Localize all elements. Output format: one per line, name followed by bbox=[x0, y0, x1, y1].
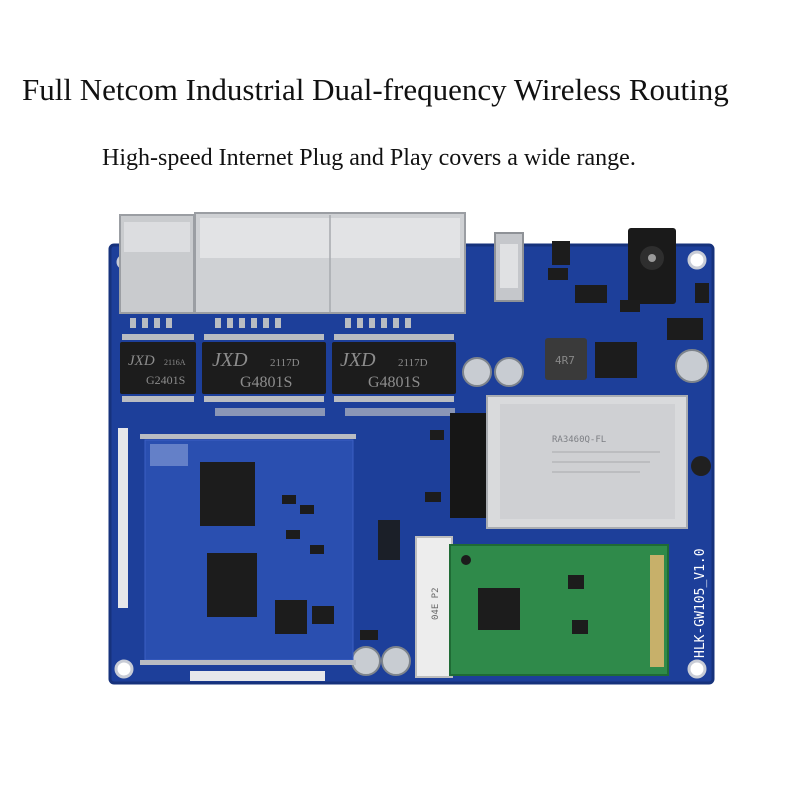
board-model-label: HLK-GW105_V1.0 bbox=[693, 548, 708, 658]
dc-power-jack bbox=[628, 228, 676, 304]
svg-text:2116A: 2116A bbox=[164, 358, 186, 367]
mini-pcie-wifi-card bbox=[449, 544, 669, 676]
svg-text:4R7: 4R7 bbox=[555, 354, 575, 367]
mini-pcie-socket: 04E P2 bbox=[415, 536, 453, 678]
transformer-chip-2: JXD 2117D G4801S bbox=[202, 342, 326, 394]
svg-text:JXD: JXD bbox=[128, 353, 155, 369]
headline: Full Netcom Industrial Dual-frequency Wi… bbox=[22, 72, 729, 107]
pin-header bbox=[118, 428, 128, 608]
svg-text:JXD: JXD bbox=[340, 349, 376, 371]
transformer-chip-1: JXD 2116A G2401S bbox=[120, 342, 196, 394]
mounting-hole bbox=[687, 659, 707, 679]
svg-text:G4801S: G4801S bbox=[240, 374, 292, 391]
transformer-chip-3: JXD 2117D G4801S bbox=[332, 342, 456, 394]
svg-text:2117D: 2117D bbox=[398, 357, 428, 369]
svg-text:04E P2: 04E P2 bbox=[431, 587, 441, 620]
mounting-hole bbox=[687, 250, 707, 270]
svg-text:RA3460Q-FL: RA3460Q-FL bbox=[552, 435, 606, 445]
capacitor bbox=[351, 349, 709, 676]
rj45-port-block bbox=[119, 212, 466, 314]
wifi-module: RA3460Q-FL bbox=[450, 395, 688, 529]
power-inductor: 4R7 bbox=[545, 338, 587, 380]
svg-text:2117D: 2117D bbox=[270, 357, 300, 369]
usb-port bbox=[494, 232, 524, 302]
subline: High-speed Internet Plug and Play covers… bbox=[102, 145, 636, 171]
svg-text:G4801S: G4801S bbox=[368, 374, 420, 391]
mounting-hole bbox=[114, 659, 134, 679]
svg-text:JXD: JXD bbox=[212, 349, 248, 371]
svg-text:G2401S: G2401S bbox=[146, 373, 185, 387]
